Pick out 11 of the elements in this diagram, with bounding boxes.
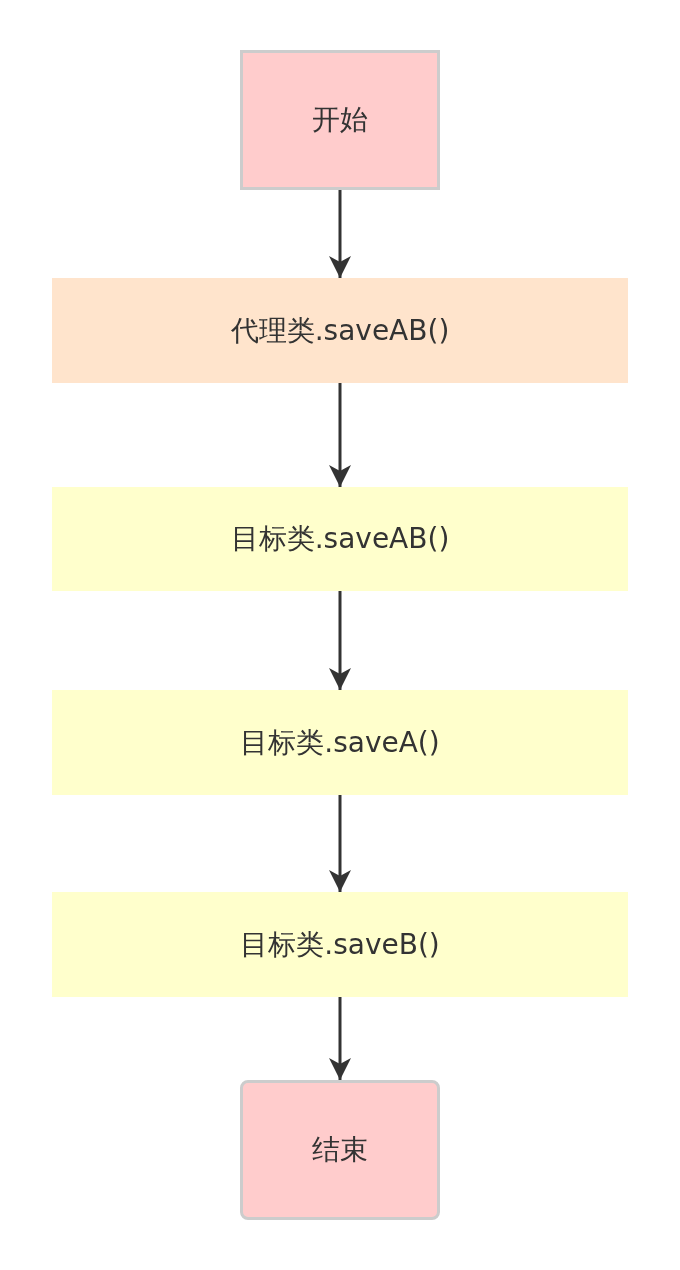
process-box: 代理类.saveAB(): [52, 278, 628, 383]
end-box: 结束: [240, 1080, 440, 1220]
arrow: [329, 795, 351, 892]
arrow: [329, 591, 351, 690]
process-box: 目标类.saveB(): [52, 892, 628, 997]
start-box: 开始: [240, 50, 440, 190]
process-box: 目标类.saveAB(): [52, 487, 628, 591]
arrow: [329, 190, 351, 278]
arrow: [329, 997, 351, 1080]
process-box: 目标类.saveA(): [52, 690, 628, 795]
arrow: [329, 383, 351, 487]
